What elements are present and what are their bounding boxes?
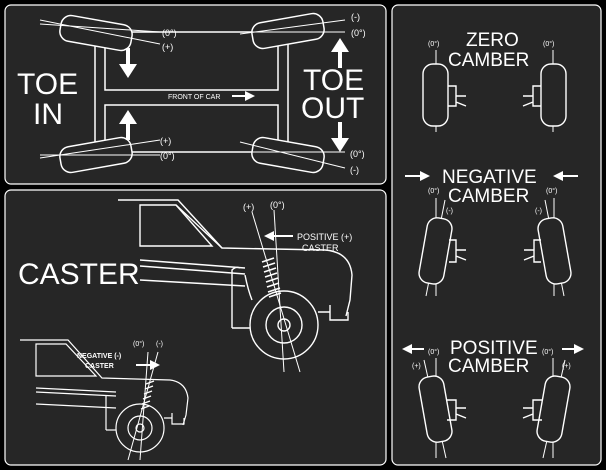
zero-camber-label-2: CAMBER <box>448 50 529 71</box>
negative-caster-label-2: CASTER <box>85 363 114 370</box>
pos-camber-left-plus: (+) <box>412 363 421 370</box>
zero-camber-right-wheel <box>522 50 567 132</box>
front-of-car-label: FRONT OF CAR <box>168 94 220 101</box>
negative-camber-arrows <box>405 171 578 181</box>
positive-camber-left-wheel <box>418 358 467 459</box>
negative-camber-left-wheel <box>418 198 467 297</box>
caster-spring-small <box>140 380 155 410</box>
front-of-car-arrow <box>232 91 255 101</box>
caster-panel <box>4 189 387 466</box>
toe-br-minus: (-) <box>350 165 359 175</box>
neg-camber-right-zero: (0°) <box>546 187 557 195</box>
neg-camber-left-zero: (0°) <box>428 187 439 195</box>
positive-camber-label-2: CAMBER <box>448 356 529 377</box>
caster-car-small <box>20 339 189 453</box>
zero-camber-label: ZERO <box>466 30 519 51</box>
toe-out-label: TOE <box>303 64 364 97</box>
caster-plus-label: (+) <box>243 202 254 212</box>
positive-camber-right-wheel <box>522 358 571 459</box>
toe-tire-rear-right <box>239 136 346 174</box>
caster-car-large <box>118 199 353 360</box>
toe-bl-plus: (+) <box>160 136 171 146</box>
toe-tl-zero: (0°) <box>162 28 177 38</box>
toe-tl-plus: (+) <box>162 42 173 52</box>
pos-camber-right-plus: (+) <box>562 363 571 370</box>
toe-tire-front-right <box>239 12 346 50</box>
negative-caster-arrow <box>136 360 160 370</box>
neg-caster-zero-label: (0°) <box>133 340 144 348</box>
negative-caster-label: NEGATIVE (-) <box>77 353 121 360</box>
positive-caster-label: POSITIVE (+) <box>297 232 352 242</box>
caster-axis-small <box>127 351 159 461</box>
neg-caster-minus-label: (-) <box>156 341 163 348</box>
toe-panel <box>4 4 387 185</box>
negative-camber-label: NEGATIVE <box>442 167 537 188</box>
pos-camber-left-zero: (0°) <box>428 348 439 356</box>
toe-tr-minus: (-) <box>351 12 360 22</box>
negative-camber-right-wheel <box>523 198 572 297</box>
zero-camber-right-zero: (0°) <box>543 40 554 48</box>
toe-out-label-2: OUT <box>301 92 364 125</box>
positive-camber-label: POSITIVE <box>450 338 538 359</box>
neg-camber-right-minus: (-) <box>535 208 542 215</box>
negative-camber-label-2: CAMBER <box>448 186 529 207</box>
neg-camber-left-minus: (-) <box>446 208 453 215</box>
pos-camber-right-zero: (0°) <box>542 348 553 356</box>
zero-camber-left-zero: (0°) <box>428 40 439 48</box>
zero-camber-left-wheel <box>422 50 467 132</box>
positive-caster-label-2: CASTER <box>302 243 339 253</box>
toe-tire-rear-left <box>39 136 161 174</box>
toe-br-zero: (0°) <box>350 149 365 159</box>
positive-camber-arrows <box>402 344 584 354</box>
toe-in-label: TOE <box>17 68 78 101</box>
toe-bl-zero: (0°) <box>160 151 175 161</box>
toe-tr-zero: (0°) <box>351 28 366 38</box>
toe-tire-front-left <box>39 14 161 52</box>
caster-title: CASTER <box>18 258 140 291</box>
toe-in-label-2: IN <box>33 98 63 131</box>
caster-zero-label: (0°) <box>270 200 285 210</box>
toe-arrows <box>119 38 349 152</box>
positive-caster-arrow <box>264 231 293 241</box>
caster-spring-large <box>261 257 282 298</box>
